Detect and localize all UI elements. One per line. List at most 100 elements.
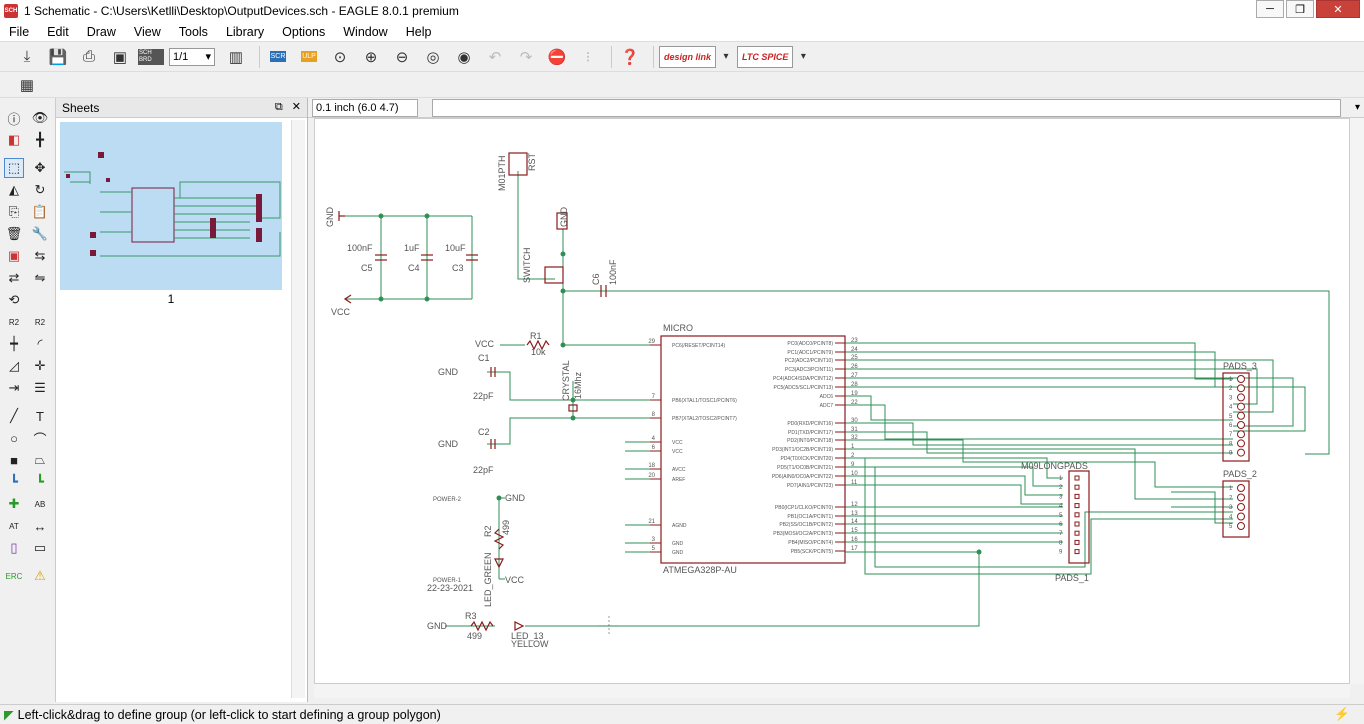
circle-icon[interactable]: ○ [10,430,18,446]
dimension-icon[interactable]: ↔ [33,518,47,534]
junction-icon[interactable]: ✚ [8,496,20,511]
gate-swap-icon[interactable]: ⇄ [8,270,20,285]
move-icon[interactable]: ✥ [34,160,46,175]
close-panel-icon[interactable]: ✕ [291,101,301,113]
frame-icon[interactable]: ▯ [10,540,18,555]
maximize-button[interactable]: ❐ [1286,0,1314,18]
close-button[interactable]: ✕ [1316,0,1360,18]
minimize-button[interactable]: ─ [1256,0,1284,18]
group-icon[interactable]: ⬚ [4,158,24,178]
rotate-icon[interactable]: ↻ [34,182,46,197]
run-script-button[interactable]: SCR [265,45,291,69]
paste-icon[interactable]: 📋 [31,204,49,219]
arc-icon[interactable]: ⌒ [33,431,47,447]
command-input[interactable] [432,98,1341,117]
zoom-select-icon[interactable]: ◉ [457,48,471,66]
open-icon[interactable]: ⤓ [23,48,31,65]
grid-icon[interactable]: ▦ [19,76,35,94]
go-icon[interactable]: ⁝ [585,48,591,66]
stop-icon[interactable]: ⛔ [547,48,567,66]
redo-icon[interactable]: ↷ [519,48,533,66]
menu-edit[interactable]: Edit [47,24,69,39]
m09-pin-number: 3 [1059,494,1063,500]
module-icon[interactable]: ▭ [33,540,47,555]
pin-swap-icon[interactable]: ⇋ [34,270,46,285]
errors-warning-icon[interactable]: ⚠ [34,568,46,583]
c1-name: C1 [478,353,490,363]
info-icon[interactable]: ⓘ [7,111,21,127]
canvas-horizontal-scrollbar[interactable] [314,684,1350,698]
add-part-icon[interactable]: ▣ [7,248,21,263]
menu-view[interactable]: View [133,24,161,39]
sheet-select-value: 1/1 [173,50,189,63]
sheet-thumbnail-preview [64,152,281,257]
command-bar: 0.1 inch (6.0 4.7) ▾ [308,98,1364,118]
ltspice-button[interactable]: LTC SPICE [737,45,794,68]
menu-file[interactable]: File [9,24,30,39]
rectangle-icon[interactable]: ■ [10,452,18,468]
attribute-icon[interactable]: AT [9,521,19,531]
pads3-pad [1237,430,1245,439]
sch-brd-switch-button[interactable]: SCH BRD [138,45,164,69]
mcu-pin-name: GND [672,541,684,547]
bus-icon[interactable]: ┗ [36,474,44,489]
sheet-thumbnail[interactable] [60,122,282,290]
display-layers-icon[interactable]: ◧ [7,132,21,147]
float-panel-icon[interactable]: ⧉ [274,101,283,113]
canvas-vertical-scrollbar[interactable] [1350,118,1364,684]
mcu-pin-name: PD7(AIN1/PCINT23) [787,483,833,489]
zoom-out-icon[interactable]: ⊖ [395,48,409,66]
label-icon[interactable]: AB [34,499,46,509]
smash-icon[interactable]: ◿ [9,358,19,373]
menu-library[interactable]: Library [225,24,265,39]
zoom-fit-icon[interactable]: ⊙ [333,48,347,66]
mark-icon[interactable]: ╋ [36,132,44,147]
copy-icon[interactable]: ⎘ [8,204,20,219]
designlink-button[interactable]: design link [659,45,717,68]
text-icon[interactable]: T [36,408,44,424]
line-icon[interactable]: ╱ [10,408,18,423]
name-icon[interactable]: R2 [8,317,20,327]
replace-icon[interactable]: ⇆ [34,248,46,263]
r3-name: R3 [465,611,477,621]
erc-icon[interactable]: ERC [5,571,23,581]
save-icon[interactable]: 💾 [48,48,68,66]
run-ulp-button[interactable]: ULP [296,45,322,69]
menu-options[interactable]: Options [282,24,326,39]
net-icon[interactable]: ┗ [10,474,18,489]
mcu-pin-number: 3 [652,537,656,543]
menu-help[interactable]: Help [405,24,432,39]
invoke-icon[interactable]: ⟲ [8,292,20,307]
help-icon[interactable]: ❓ [620,48,640,66]
menu-draw[interactable]: Draw [86,24,116,39]
split-icon[interactable]: ┿ [10,336,18,351]
polygon-icon[interactable]: ⏢ [34,452,46,467]
delete-icon[interactable]: 🗑 [5,226,23,241]
mcu-pin-name: PB3(MOSI/OC2A/PCINT3) [773,531,833,537]
chevron-down-icon[interactable]: ▾ [1354,102,1360,113]
print-icon[interactable]: ⎙ [82,48,95,65]
value-icon[interactable]: R2 [34,317,46,327]
show-icon[interactable]: 👁 [31,110,49,125]
miter-icon[interactable]: ◜ [37,336,43,351]
sheet-select[interactable]: 1/1 ▾ [169,47,215,66]
change-icon[interactable]: 🔧 [31,226,49,241]
undo-icon[interactable]: ↶ [488,48,502,66]
chevron-down-icon[interactable]: ▾ [723,51,729,62]
align-icon[interactable]: ☰ [34,380,46,395]
schematic-drawing[interactable]: GND 100nF C5 1uF C4 10uF C3 VCC M01PTH R… [315,119,1351,685]
mirror-icon[interactable]: ◭ [9,182,19,197]
menu-window[interactable]: Window [343,24,388,39]
schematic-canvas[interactable]: GND 100nF C5 1uF C4 10uF C3 VCC M01PTH R… [314,118,1350,684]
cam-icon[interactable]: ▣ [112,48,128,66]
chevron-down-icon[interactable]: ▾ [800,51,806,62]
optimize-icon[interactable]: ✛ [34,358,46,373]
zoom-in-icon[interactable]: ⊕ [364,48,378,66]
library-manager-icon[interactable]: ▥ [228,48,244,66]
slice-icon[interactable]: ⇥ [8,380,20,395]
sheets-scrollbar[interactable] [291,120,305,698]
r2-name: R2 [483,525,493,537]
menu-tools[interactable]: Tools [178,24,208,39]
date-label: 22-23-2021 [427,583,473,593]
zoom-redraw-icon[interactable]: ◎ [426,48,440,66]
